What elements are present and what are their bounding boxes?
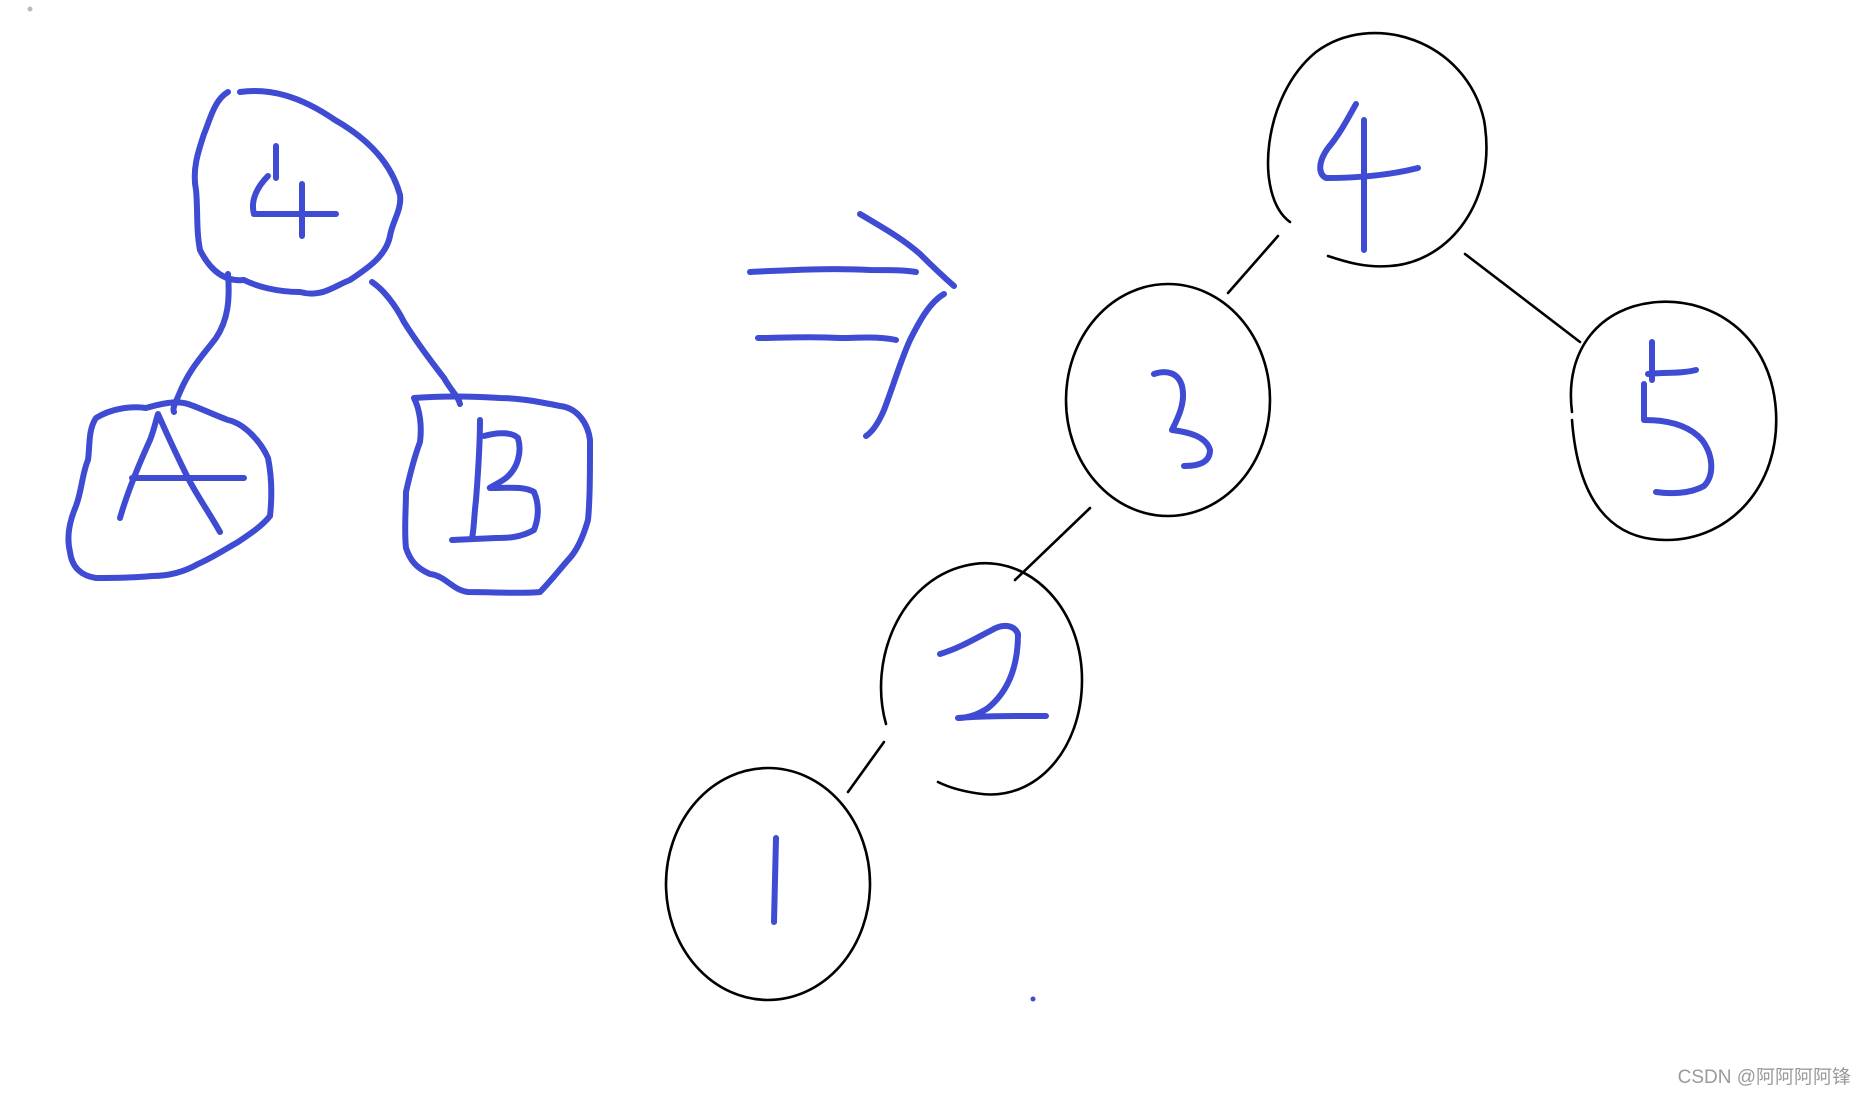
right-node-3-label: 3 [1147, 361, 1213, 479]
csdn-watermark: CSDN @阿阿阿阿锋 [1677, 1067, 1851, 1088]
right-node-3-circle [1064, 282, 1272, 518]
right-node-2-circle [879, 561, 1084, 796]
right-node-5-circle [1569, 300, 1778, 542]
left-node-b-outline [402, 393, 593, 596]
right-node-4-circle [1266, 31, 1488, 268]
left-root-label: 4 [265, 131, 331, 249]
left-node-a-label: A [133, 421, 212, 539]
right-edge-3-to-2 [1013, 506, 1092, 582]
stray-dot-bottom [1030, 996, 1036, 1002]
right-node-1-label: 1 [743, 825, 809, 943]
right-edge-4-to-5 [1463, 252, 1582, 344]
right-node-2-label: 2 [955, 617, 1021, 735]
stray-dot [27, 6, 33, 12]
right-tree [664, 31, 1778, 1002]
right-node-1-digit [771, 835, 779, 925]
left-node-a-letter [117, 411, 247, 535]
arrow-top-bar [747, 266, 919, 275]
right-node-2-digit [937, 622, 1049, 721]
left-node-b-letter [449, 417, 541, 543]
arrow-bottom-bar [755, 334, 899, 343]
left-node-a-outline [65, 399, 275, 581]
right-edge-4-to-3 [1226, 234, 1280, 295]
left-edge-root-to-a [170, 271, 232, 415]
left-root-digit-4 [250, 143, 339, 239]
right-edge-2-to-1 [846, 740, 886, 794]
arrow-head [857, 211, 957, 439]
right-node-5-digit [1641, 339, 1715, 497]
left-tree [65, 88, 593, 596]
arrow-label: ⇒ [803, 263, 902, 381]
right-node-4-digit [1317, 101, 1421, 253]
left-root-outline [191, 88, 404, 297]
left-edge-root-to-b [369, 279, 463, 407]
right-node-1-circle [664, 766, 872, 1002]
right-node-5-label: 5 [1643, 371, 1709, 489]
left-node-b-label: B [465, 423, 544, 541]
right-node-3-digit [1151, 369, 1213, 469]
transformation-arrow [747, 211, 957, 439]
right-node-4-label: 4 [1337, 121, 1403, 239]
